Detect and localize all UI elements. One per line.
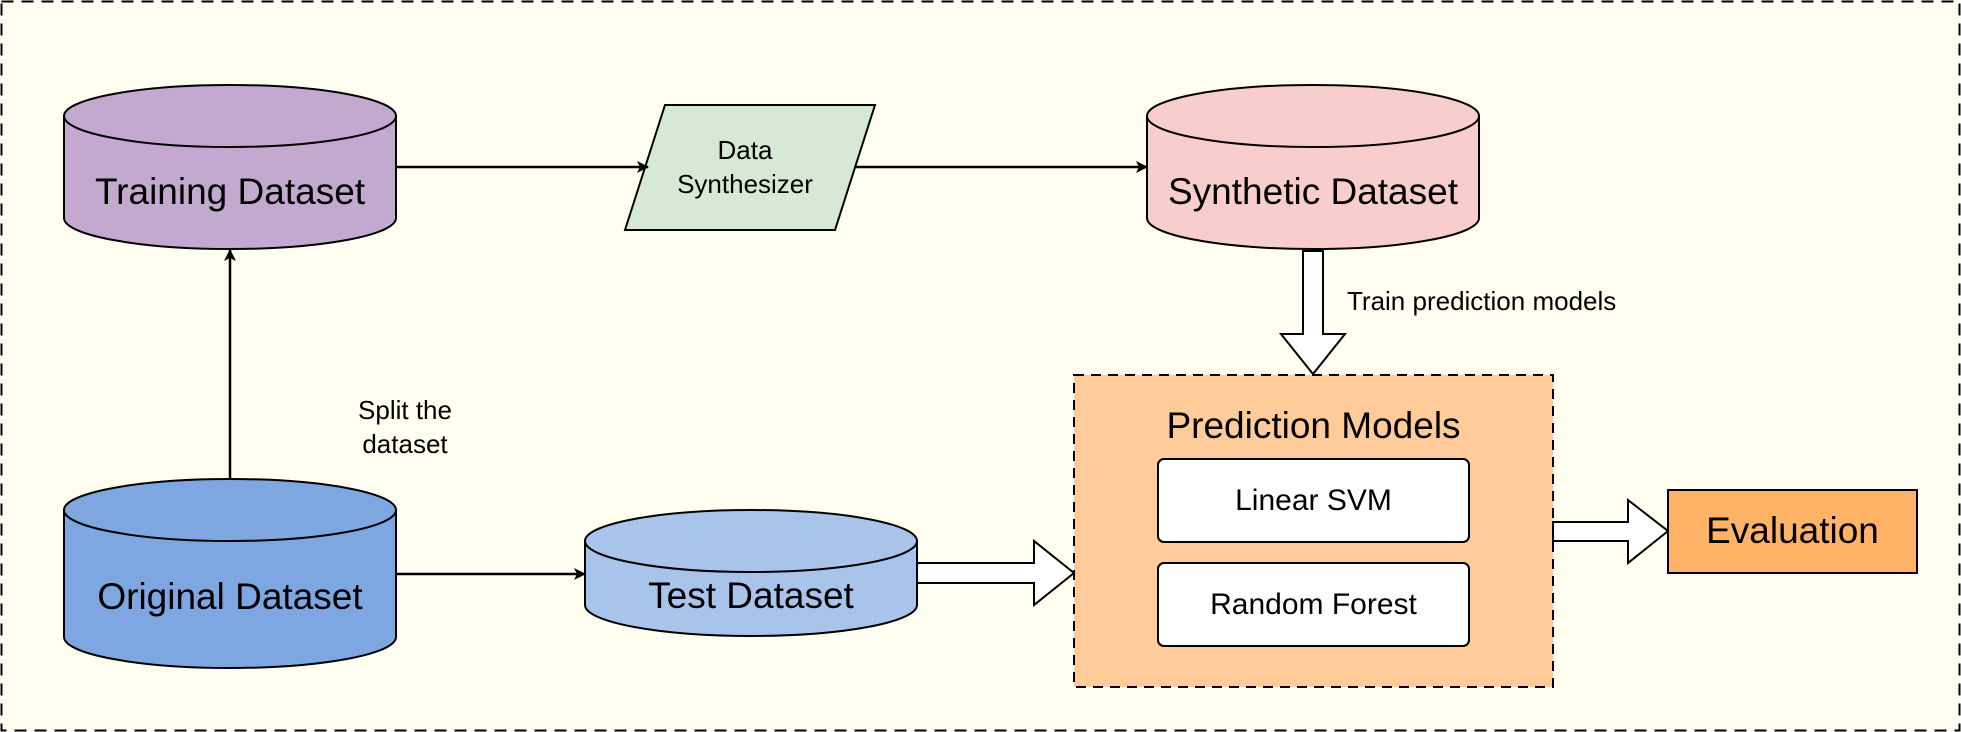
synthetic-dataset-cylinder xyxy=(1146,84,1480,250)
prediction-models-title: Prediction Models xyxy=(1166,404,1461,446)
training-dataset-cylinder xyxy=(63,84,397,250)
original-dataset-label: Original Dataset xyxy=(97,575,363,617)
block-arrow-models-to-evaluation xyxy=(1552,497,1670,566)
random-forest-label: Random Forest xyxy=(1210,588,1417,621)
training-dataset-label: Training Dataset xyxy=(94,170,366,212)
data-synthesizer-shape xyxy=(623,104,877,231)
random-forest-box xyxy=(1157,562,1470,647)
original-dataset-cylinder xyxy=(63,478,397,669)
linear-svm-box xyxy=(1157,458,1470,543)
synthetic-dataset-label: Synthetic Dataset xyxy=(1168,170,1458,212)
linear-svm-label: Linear SVM xyxy=(1235,484,1392,517)
evaluation-box xyxy=(1667,489,1918,574)
split-dataset-label: Split the dataset xyxy=(358,395,452,459)
evaluation-label: Evaluation xyxy=(1706,510,1879,552)
train-prediction-models-label: Train prediction models xyxy=(1347,286,1617,317)
block-arrow-synthetic-to-models xyxy=(1278,250,1348,376)
test-dataset-cylinder xyxy=(584,509,918,637)
data-synthesizer-label: Data Synthesizer xyxy=(677,134,813,199)
block-arrow-test-to-models xyxy=(916,538,1076,608)
test-dataset-label: Test Dataset xyxy=(648,574,854,616)
